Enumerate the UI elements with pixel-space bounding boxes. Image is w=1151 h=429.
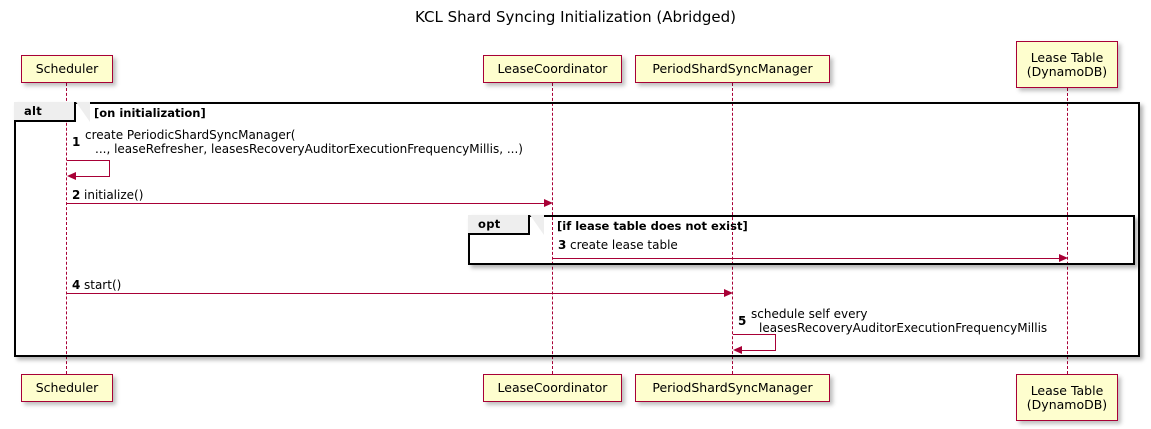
fragment-opt-keyword: opt <box>468 215 530 235</box>
fragment-opt-corner-fill <box>530 215 544 235</box>
message-3-seq: 3 <box>558 238 567 252</box>
fragment-alt-corner-edge <box>74 101 92 123</box>
message-4-arrowhead <box>724 289 733 297</box>
message-1-arrow-side <box>109 160 110 177</box>
message-1-label-line1: create PeriodicShardSyncManager( <box>85 128 296 142</box>
message-1-seq: 1 <box>72 135 81 149</box>
participant-lease-table-top-line2: (DynamoDB) <box>1026 63 1108 79</box>
fragment-opt-condition: [if lease table does not exist] <box>557 219 748 233</box>
message-5-label-line1: schedule self every <box>751 307 868 321</box>
message-5-arrowhead <box>733 346 742 354</box>
fragment-alt-box <box>14 102 1140 357</box>
message-5-seq: 5 <box>738 314 747 328</box>
message-5-arrow-side <box>775 334 776 351</box>
message-1-arrowhead <box>67 172 76 180</box>
diagram-title: KCL Shard Syncing Initialization (Abridg… <box>415 8 736 26</box>
message-3-arrowhead <box>1059 254 1068 262</box>
participant-lease-table-top-line1: Lease Table <box>1030 49 1104 65</box>
message-2-arrowhead <box>544 199 553 207</box>
message-2-arrow-line <box>67 203 545 204</box>
message-5-label-line2: leasesRecoveryAuditorExecutionFrequencyM… <box>759 321 1048 335</box>
lifeline-leasecoordinator <box>552 83 553 374</box>
participant-lease-table-bottom[interactable]: Lease Table (DynamoDB) <box>1016 374 1118 421</box>
message-1-label-line2: ..., leaseRefresher, leasesRecoveryAudit… <box>95 142 523 156</box>
participant-scheduler-top[interactable]: Scheduler <box>21 55 113 83</box>
fragment-opt-corner-edge <box>528 214 546 236</box>
lifeline-scheduler <box>66 83 67 374</box>
fragment-alt-keyword: alt <box>14 102 76 122</box>
participant-lease-table-bottom-line2: (DynamoDB) <box>1026 396 1108 412</box>
message-5-arrow-top <box>733 334 776 335</box>
fragment-alt-condition: [on initialization] <box>94 106 206 120</box>
participant-lease-table-bottom-line1: Lease Table <box>1030 382 1104 398</box>
lifeline-lease-table <box>1067 88 1068 374</box>
message-4-label: start() <box>84 278 122 292</box>
message-2-label: initialize() <box>84 188 144 202</box>
participant-periodshardsyncmanager-top[interactable]: PeriodShardSyncManager <box>635 55 830 83</box>
message-4-arrow-line <box>67 293 725 294</box>
message-5-arrow-bottom <box>742 350 776 351</box>
participant-periodshardsyncmanager-bottom[interactable]: PeriodShardSyncManager <box>635 374 830 402</box>
message-4-seq: 4 <box>72 278 81 292</box>
message-1-arrow-bottom <box>76 176 110 177</box>
participant-leasecoordinator-top[interactable]: LeaseCoordinator <box>483 55 622 83</box>
participant-scheduler-bottom[interactable]: Scheduler <box>21 374 113 402</box>
message-3-label: create lease table <box>570 238 678 252</box>
fragment-opt-box <box>468 215 1135 265</box>
lifeline-periodshardsyncmanager <box>732 83 733 374</box>
message-3-arrow-line <box>553 258 1060 259</box>
participant-lease-table-top[interactable]: Lease Table (DynamoDB) <box>1016 41 1118 88</box>
fragment-alt-corner-fill <box>76 102 90 122</box>
participant-leasecoordinator-bottom[interactable]: LeaseCoordinator <box>483 374 622 402</box>
message-2-seq: 2 <box>72 188 81 202</box>
message-1-arrow-top <box>67 160 110 161</box>
